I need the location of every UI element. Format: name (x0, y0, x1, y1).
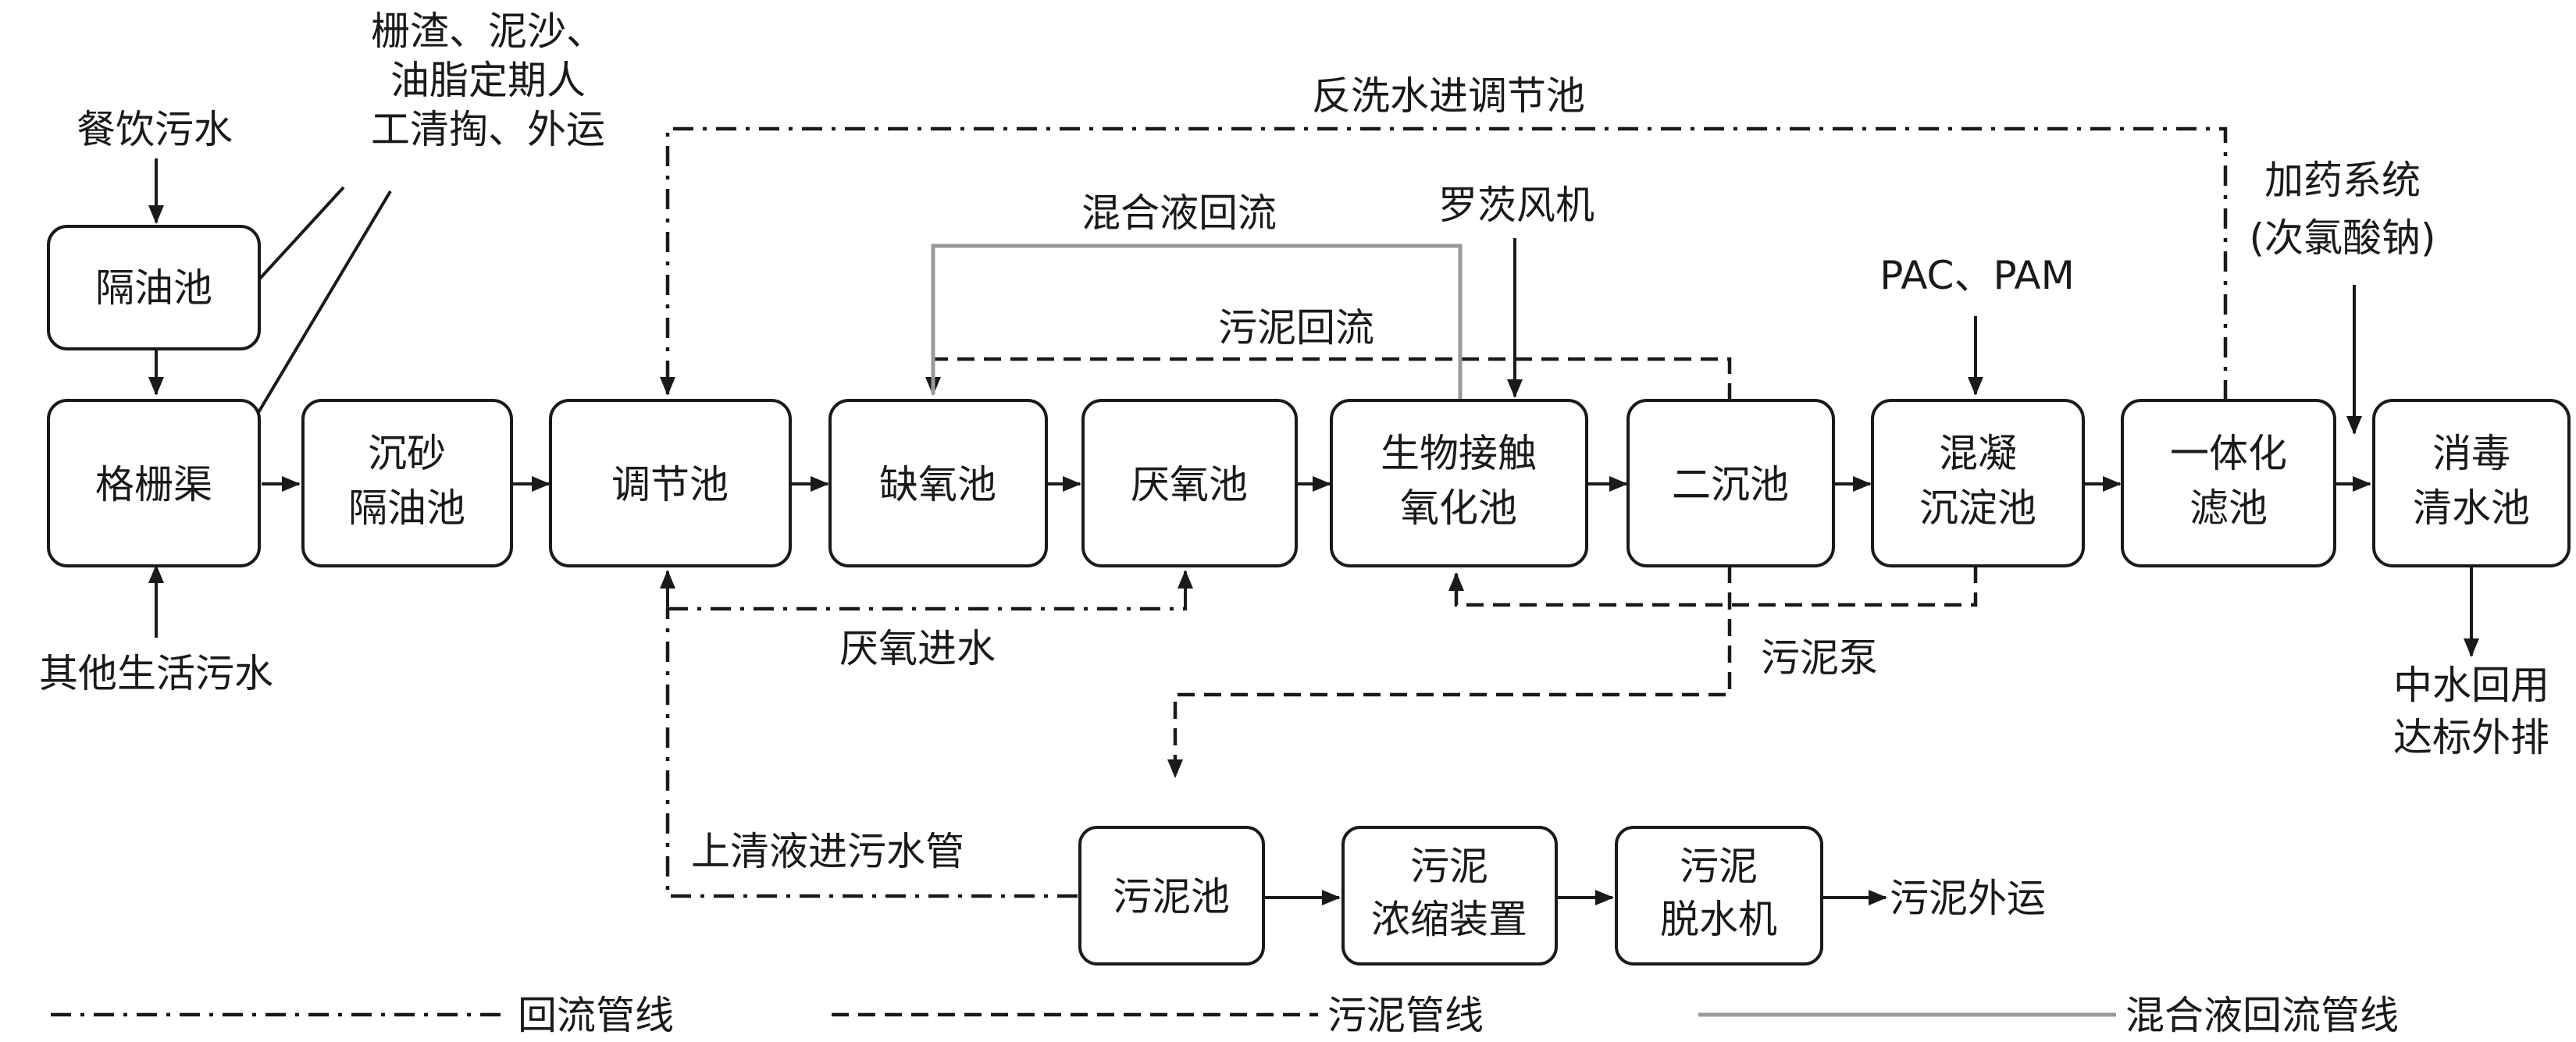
sludge-thickener-box: 污泥 浓缩装置 (1341, 826, 1558, 966)
svg-text:污泥: 污泥 (1680, 844, 1758, 889)
svg-text:浓缩装置: 浓缩装置 (1371, 897, 1527, 942)
dosing-system-line2: (次氯酸钠) (2249, 215, 2435, 261)
screen-channel-box: 格栅渠 (47, 399, 261, 567)
screenings-note-line3: 工清掏、外运 (371, 107, 605, 152)
svg-text:隔油池: 隔油池 (95, 265, 212, 311)
svg-text:二沉池: 二沉池 (1672, 462, 1789, 507)
svg-text:调节池: 调节池 (611, 462, 729, 507)
mixed-liquor-return-label: 混合液回流 (1081, 190, 1277, 236)
svg-text:污泥: 污泥 (1410, 844, 1488, 889)
legend-return-label: 回流管线 (518, 993, 674, 1038)
sludge-dewater-box: 污泥 脱水机 (1615, 826, 1823, 966)
svg-text:滤池: 滤池 (2189, 485, 2268, 531)
mixed-liquor-return-line (931, 244, 1463, 400)
sludge-pump-line (1167, 566, 1732, 778)
sludge-pump-label: 污泥泵 (1761, 635, 1878, 681)
note-leader-lines (256, 186, 392, 415)
sludge-return-line (925, 357, 1732, 400)
backwash-line (660, 126, 2228, 400)
screenings-note-line1: 栅渣、泥沙、 (371, 9, 605, 54)
anaerobic-box: 厌氧池 (1081, 399, 1298, 567)
svg-text:氧化池: 氧化池 (1400, 485, 1517, 531)
legend-sludge-label: 污泥管线 (1327, 993, 1484, 1038)
reuse-line2: 达标外排 (2393, 715, 2549, 760)
reuse-line1: 中水回用 (2393, 663, 2549, 708)
other-domestic-label: 其他生活污水 (39, 651, 273, 696)
backwash-label: 反洗水进调节池 (1312, 73, 1585, 119)
sludge-out-label: 污泥外运 (1890, 876, 2046, 921)
svg-text:格栅渠: 格栅渠 (95, 462, 212, 507)
svg-text:混凝: 混凝 (1939, 431, 2017, 476)
roots-blower-label: 罗茨风机 (1438, 183, 1594, 228)
return-lines (660, 126, 2228, 898)
dosing-system-line1: 加药系统 (2264, 158, 2421, 203)
svg-text:脱水机: 脱水机 (1660, 897, 1777, 942)
svg-text:沉砂: 沉砂 (368, 431, 446, 476)
svg-text:厌氧池: 厌氧池 (1131, 462, 1248, 507)
bio-contact-box: 生物接触 氧化池 (1330, 399, 1588, 567)
supernatant-line (665, 609, 1078, 898)
svg-text:污泥池: 污泥池 (1113, 874, 1230, 919)
leader-to-screen (256, 190, 392, 415)
svg-text:清水池: 清水池 (2413, 485, 2530, 531)
anaerobic-inflow-label: 厌氧进水 (839, 626, 996, 671)
grit-grease-box: 沉砂 隔油池 (301, 399, 513, 567)
legend-mixed-label: 混合液回流管线 (2125, 993, 2399, 1038)
equalization-box: 调节池 (549, 399, 792, 567)
svg-text:缺氧池: 缺氧池 (879, 462, 996, 507)
anoxic-box: 缺氧池 (828, 399, 1048, 567)
screenings-note-line2: 油脂定期人 (390, 58, 586, 103)
coag-sed-box: 混凝 沉淀池 (1871, 399, 2085, 567)
disinfection-box: 消毒 清水池 (2372, 399, 2571, 567)
svg-text:生物接触: 生物接触 (1381, 431, 1537, 476)
restaurant-wastewater-label: 餐饮污水 (77, 107, 233, 152)
grease-trap-box: 隔油池 (47, 225, 261, 350)
legend: 回流管线 污泥管线 混合液回流管线 (51, 993, 2399, 1038)
svg-text:消毒: 消毒 (2432, 431, 2510, 476)
sludge-return-label: 污泥回流 (1218, 305, 1374, 350)
integrated-filter-box: 一体化 滤池 (2121, 399, 2336, 567)
svg-text:一体化: 一体化 (2170, 431, 2287, 476)
svg-text:沉淀池: 沉淀池 (1919, 485, 2036, 531)
leader-to-grease-trap (256, 186, 345, 283)
sludge-tank-box: 污泥池 (1078, 826, 1265, 966)
svg-text:隔油池: 隔油池 (348, 485, 465, 531)
secondary-clarifier-box: 二沉池 (1626, 399, 1835, 567)
pac-pam-label: PAC、PAM (1879, 253, 2075, 298)
coag-sludge-line (1448, 566, 1978, 607)
supernatant-label: 上清液进污水管 (691, 829, 964, 874)
main-flow-arrows (148, 158, 2479, 905)
